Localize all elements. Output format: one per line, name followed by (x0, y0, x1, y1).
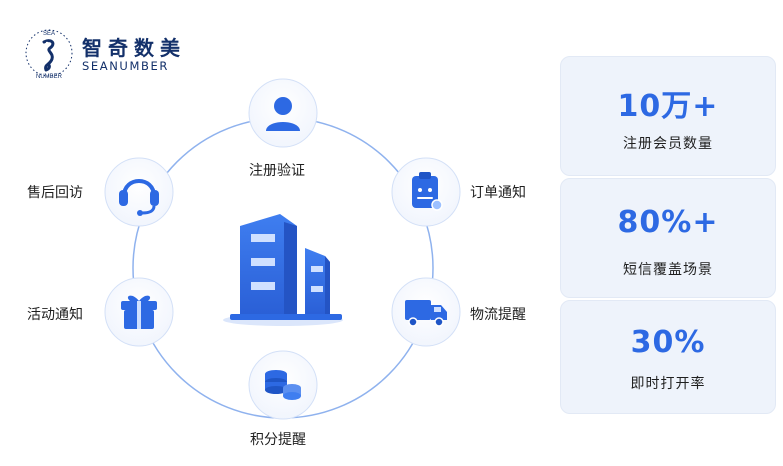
stat-card-coverage: 80%+ 短信覆盖场景 (560, 178, 776, 298)
headset-icon (119, 179, 159, 216)
logo-mark-top-text: SEA (43, 31, 55, 37)
building-icon (223, 214, 343, 326)
truck-icon (405, 300, 447, 327)
stat-value-coverage: 80%+ (617, 205, 719, 240)
node-order-notify[interactable] (391, 157, 461, 227)
label-register-verify: 注册验证 (249, 163, 305, 179)
stat-label-members: 注册会员数量 (623, 136, 713, 152)
logo-mark-bottom-text: NUMBER (36, 74, 63, 80)
brand-name-en: SEANUMBER (82, 59, 169, 73)
brand-logo: SEA NUMBER 智奇数美 SEANUMBER (22, 26, 222, 82)
stat-label-open-rate: 即时打开率 (630, 376, 706, 392)
node-logistics-remind[interactable] (391, 277, 461, 347)
brand-name-cn: 智奇数美 (82, 36, 186, 60)
label-logistics-remind: 物流提醒 (470, 307, 526, 323)
gift-icon (121, 295, 157, 329)
node-event-notify[interactable] (104, 277, 174, 347)
stat-card-members: 10万+ 注册会员数量 (560, 56, 776, 176)
label-aftersale-visit: 售后回访 (27, 185, 83, 201)
node-points-remind[interactable] (248, 350, 318, 420)
label-event-notify: 活动通知 (27, 307, 83, 323)
stat-label-coverage: 短信覆盖场景 (623, 262, 713, 278)
node-aftersale-visit[interactable] (104, 157, 174, 227)
stat-card-open-rate: 30% 即时打开率 (560, 300, 776, 414)
stat-value-members: 10万+ (617, 89, 719, 124)
seahorse-logo-icon: SEA NUMBER (25, 29, 73, 80)
stat-value-open-rate: 30% (630, 325, 706, 360)
user-icon (266, 97, 300, 131)
order-icon (412, 172, 443, 211)
coins-icon (265, 370, 301, 400)
label-order-notify: 订单通知 (470, 185, 526, 201)
label-points-remind: 积分提醒 (250, 432, 306, 448)
node-register-verify[interactable] (248, 78, 318, 148)
